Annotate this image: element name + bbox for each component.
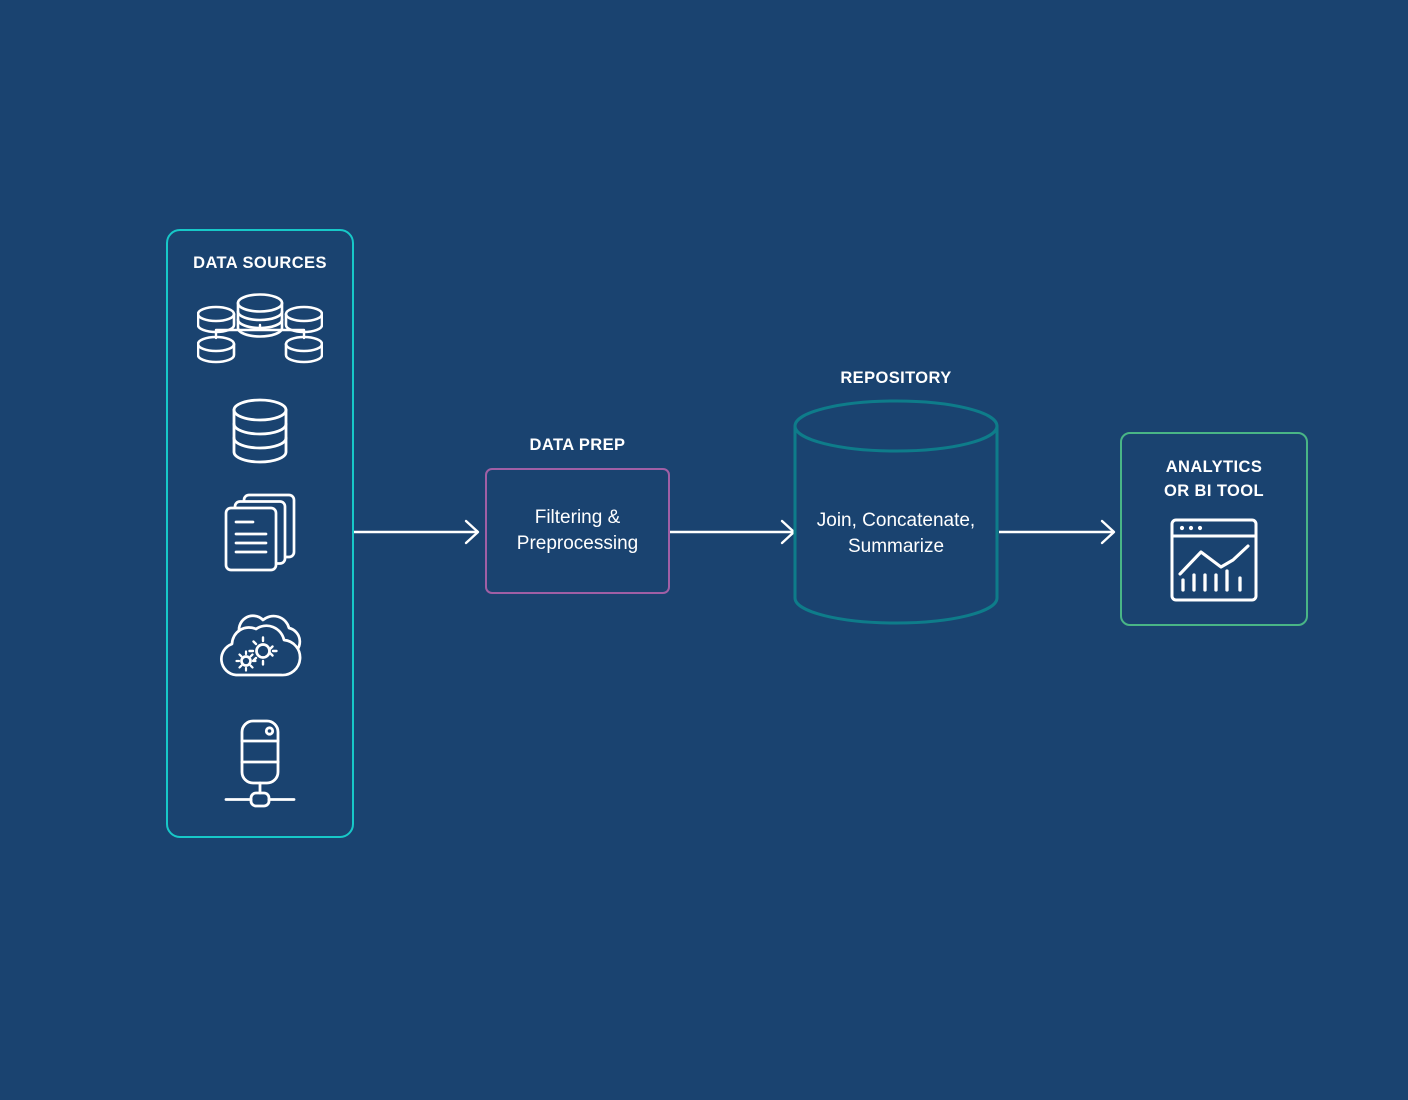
documents-icon xyxy=(166,492,354,577)
arrow-repository-to-analytics xyxy=(999,519,1116,545)
data-sources-title: DATA SOURCES xyxy=(193,254,327,272)
repository-title: REPOSITORY xyxy=(840,369,952,387)
data-prep-box[interactable]: Filtering & Preprocessing xyxy=(485,468,670,594)
analytics-bi-tool-title: ANALYTICS OR BI TOOL xyxy=(1164,458,1264,500)
arrow-sources-to-prep xyxy=(354,519,480,545)
cloud-services-icon xyxy=(166,607,354,688)
analytics-bi-tool-box[interactable] xyxy=(1120,432,1308,626)
arrow-prep-to-repository xyxy=(670,519,796,545)
repository-cylinder[interactable] xyxy=(793,399,999,625)
database-icon xyxy=(166,397,354,470)
server-icon xyxy=(166,719,354,816)
data-prep-label: Filtering & Preprocessing xyxy=(516,507,639,554)
distributed-database-icon xyxy=(166,292,354,369)
chart-window-icon xyxy=(1120,518,1308,607)
data-prep-title: DATA PREP xyxy=(529,436,626,454)
data-sources-panel xyxy=(166,229,354,838)
repository-label: Join, Concatenate, Summarize xyxy=(816,510,976,557)
